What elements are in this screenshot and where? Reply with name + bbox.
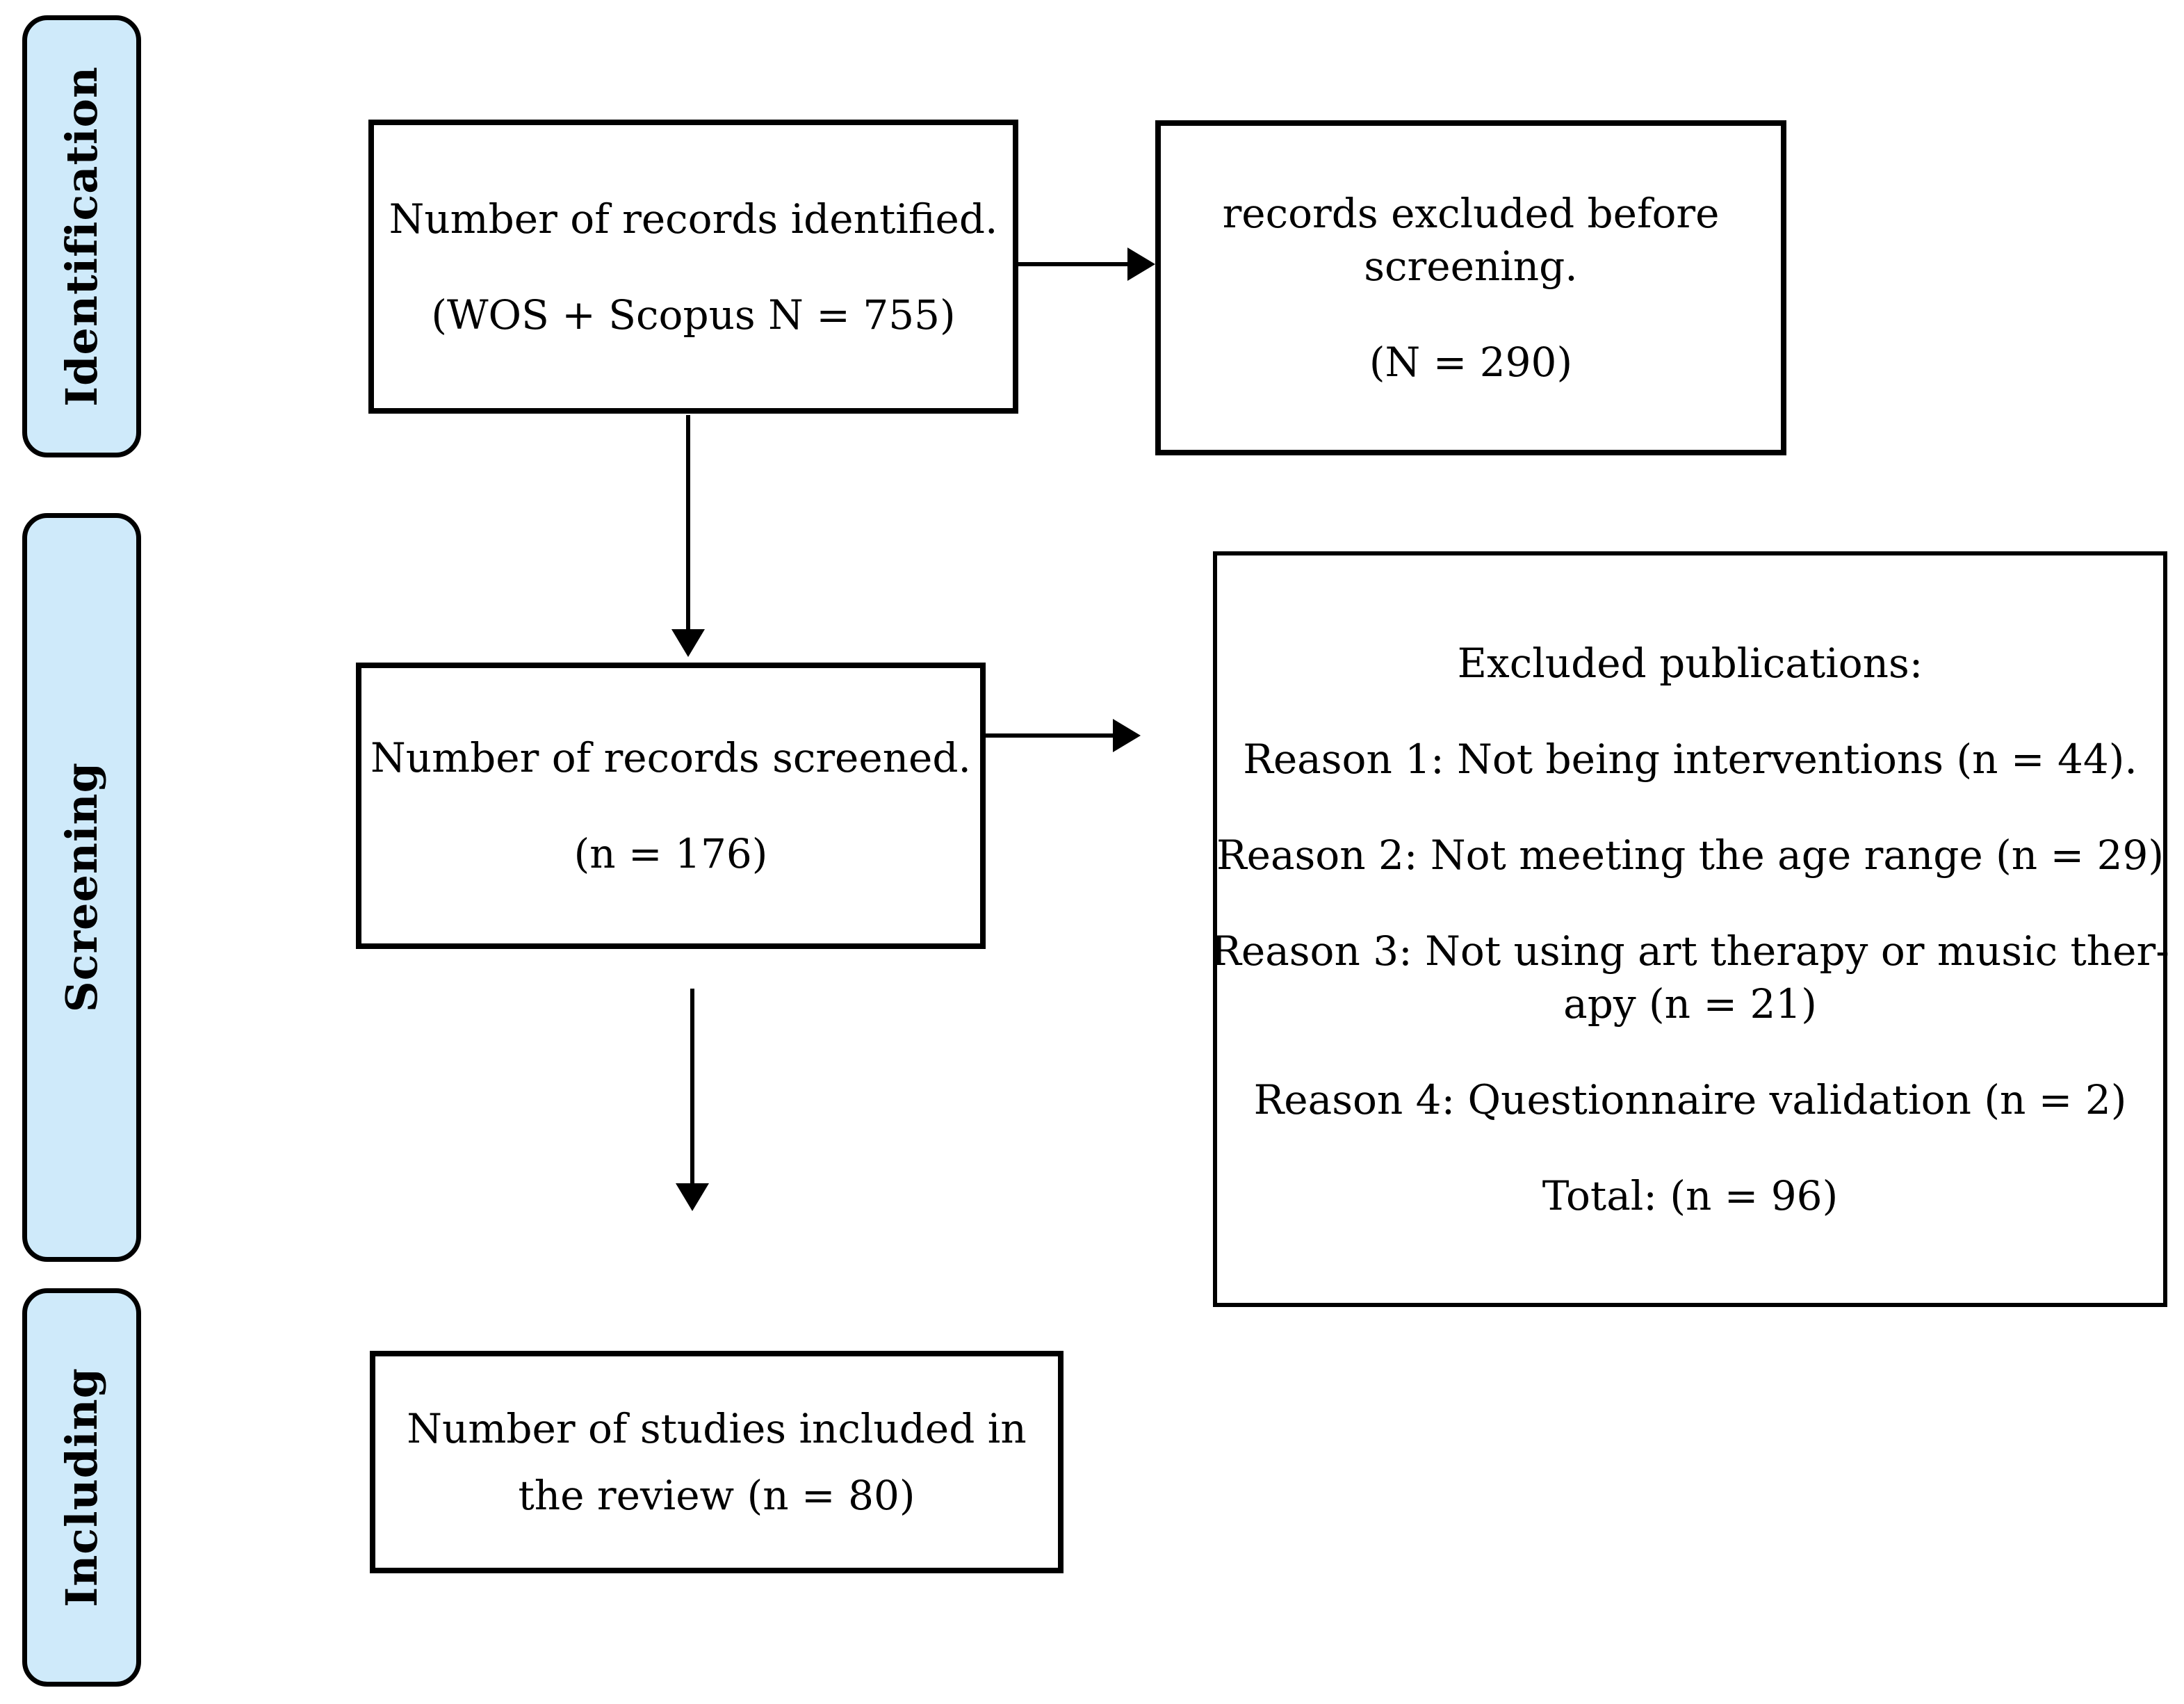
text-line: Reason 4: Questionnaire validation (n = … — [1253, 1076, 2127, 1123]
text-line: Excluded publications: — [1457, 639, 1923, 687]
box-excluded-publications: Excluded publications: Reason 1: Not bein… — [1211, 551, 2169, 1307]
text-line: Number of studies included in — [407, 1405, 1027, 1452]
paragraph: Excluded publications: — [1458, 637, 1923, 690]
box-records-identified: Number of records identified. (WOS + Scop… — [368, 120, 1018, 414]
paragraph: Reason 4: Questionnaire validation (n = … — [1254, 1073, 2127, 1126]
arrow-head-right-icon — [1113, 719, 1141, 752]
text-line: (n = 176) — [573, 830, 768, 877]
text-line: Reason 2: Not meeting the age range (n =… — [1216, 831, 2165, 879]
arrow-head-right-icon — [1127, 248, 1155, 281]
paragraph: (N = 290) — [1369, 336, 1572, 389]
text-line: (N = 290) — [1369, 339, 1573, 386]
stage-screening-label: Screening — [56, 762, 107, 1013]
paragraph: Number of records screened. — [370, 731, 971, 784]
box-records-excluded-before-screening: records excluded before screening. (N = 29… — [1155, 120, 1786, 455]
paragraph: Reason 2: Not meeting the age range (n =… — [1216, 829, 2164, 882]
stage-identification-label: Identification — [56, 66, 107, 407]
paragraph: Number of studies included in the review … — [407, 1395, 1026, 1529]
arrow-line — [690, 989, 694, 1185]
paragraph: (n = 176) — [574, 827, 768, 880]
text-line: (WOS + Scopus N = 755) — [431, 291, 956, 339]
paragraph: Number of records identified. — [389, 193, 998, 245]
arrow-head-down-icon — [671, 629, 705, 657]
text-line: apy (n = 21) — [1563, 980, 1817, 1028]
box-records-screened: Number of records screened. (n = 176) — [356, 663, 986, 949]
text-line: screening. — [1364, 243, 1578, 290]
text-line: records excluded before — [1222, 190, 1720, 237]
text-line: Number of records identified. — [389, 195, 998, 243]
stage-including-label: Including — [56, 1368, 107, 1607]
text-line: Reason 1: Not being interventions (n = 4… — [1243, 735, 2137, 783]
stage-including: Including — [22, 1288, 141, 1687]
text-line: Reason 3: Not using art therapy or music… — [1211, 927, 2169, 975]
arrow-line — [686, 415, 690, 632]
stage-identification: Identification — [22, 15, 141, 457]
paragraph: Reason 3: Not using art therapy or music… — [1211, 925, 2169, 1030]
arrow-head-down-icon — [676, 1183, 709, 1211]
paragraph: (WOS + Scopus N = 755) — [431, 289, 955, 341]
text-line: Total: (n = 96) — [1542, 1171, 1839, 1219]
paragraph: Total: (n = 96) — [1542, 1169, 1838, 1222]
stage-screening: Screening — [22, 513, 141, 1262]
text-line: the review (n = 80) — [518, 1472, 915, 1519]
arrow-line — [1018, 262, 1130, 266]
paragraph: records excluded before screening. — [1223, 187, 1720, 293]
text-line: Number of records screened. — [370, 734, 971, 781]
box-studies-included: Number of studies included in the review … — [370, 1351, 1064, 1573]
paragraph: Reason 1: Not being interventions (n = 4… — [1243, 733, 2137, 786]
arrow-line — [986, 733, 1114, 738]
